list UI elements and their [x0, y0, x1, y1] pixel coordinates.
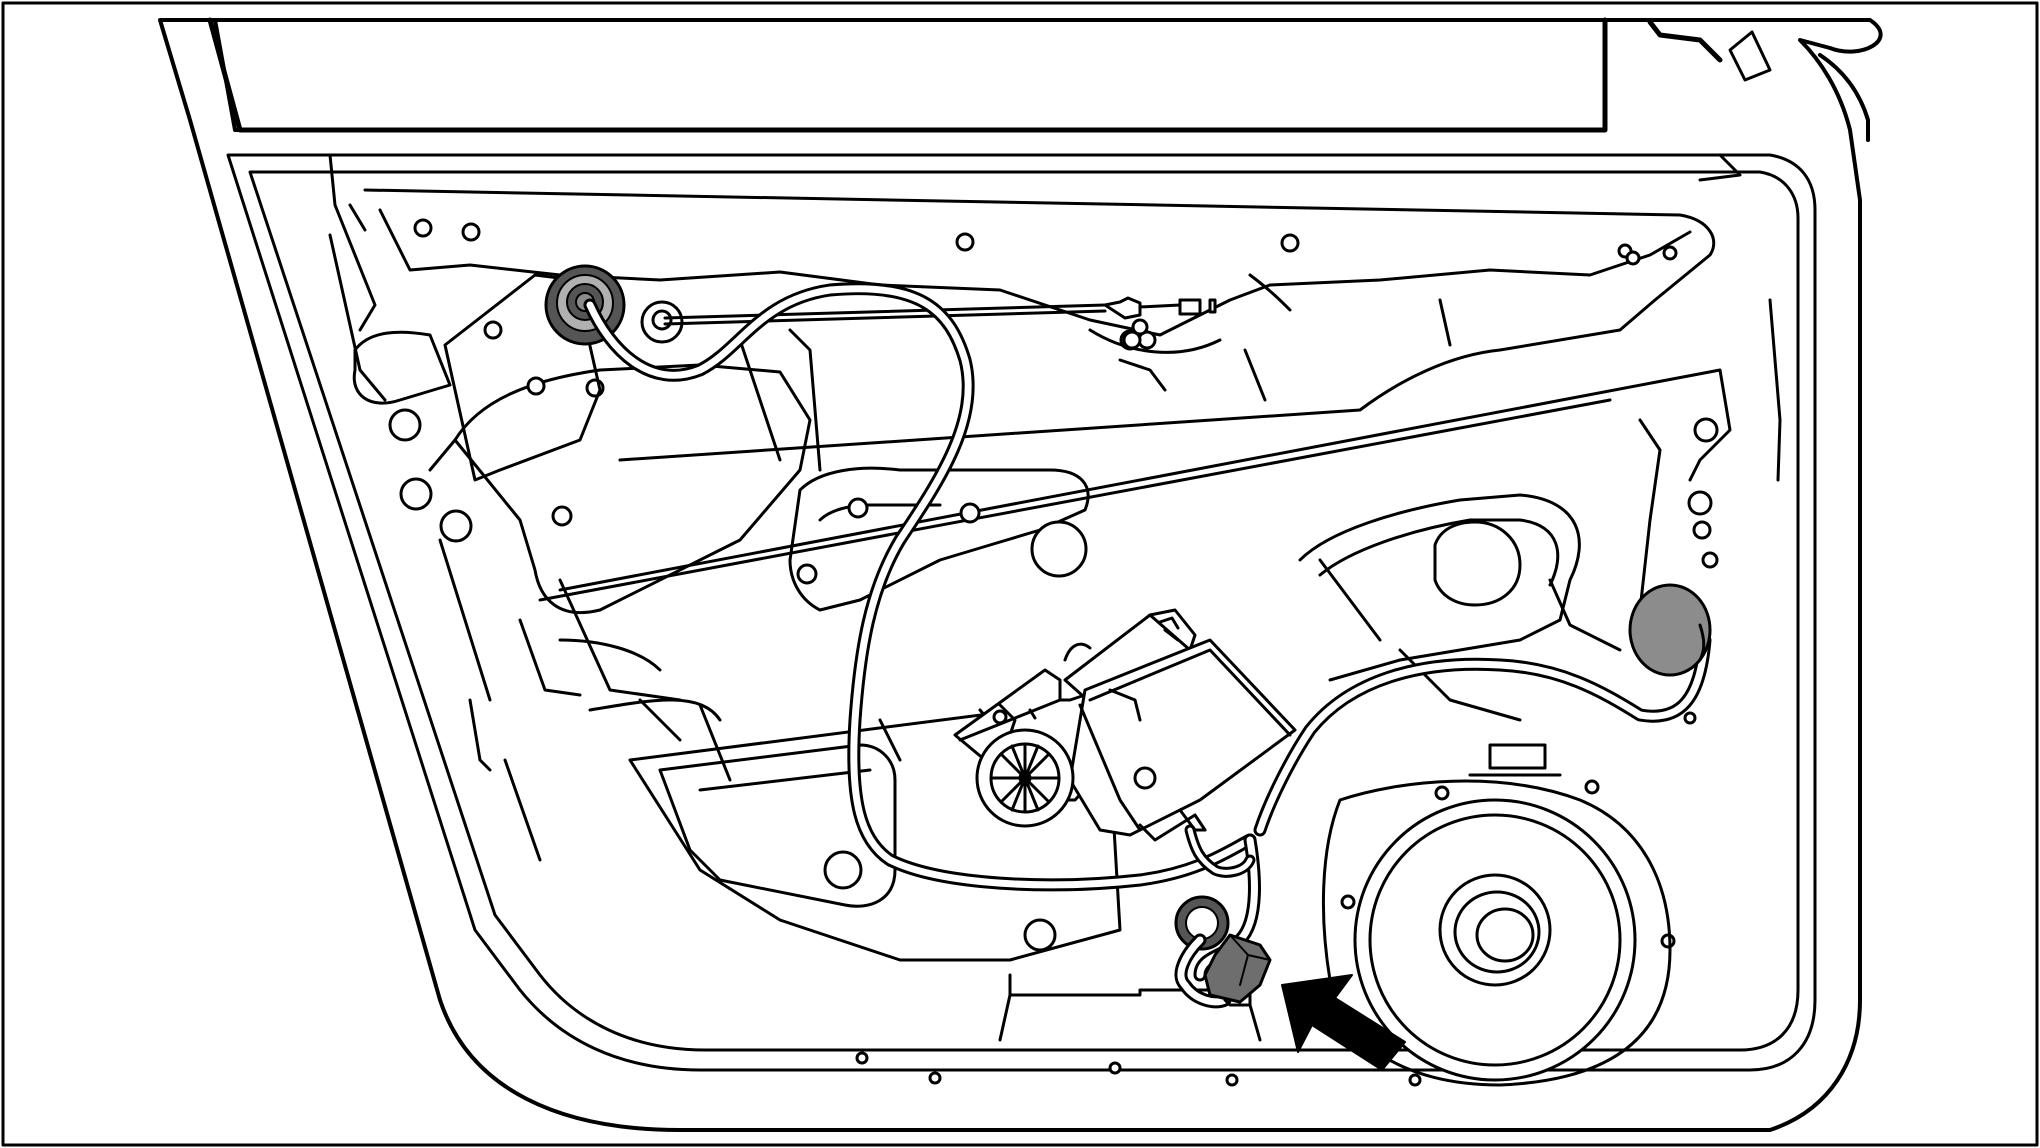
indicator-arrow [1281, 974, 1406, 1071]
hole-upper-grommet-2 [640, 300, 684, 344]
panel-holes [388, 218, 1719, 1087]
window-regulator-cable [663, 296, 1217, 350]
right-rail [1298, 418, 1662, 722]
inner-panel [226, 30, 1817, 1072]
left-bracket [352, 273, 602, 482]
left-cutout [428, 363, 812, 702]
window-opening [207, 17, 1723, 133]
speaker [1321, 743, 1672, 1087]
central-pan [788, 358, 1167, 612]
upper-rail [363, 188, 1716, 472]
wiring-connector [1174, 895, 1272, 1009]
motor-gear [975, 728, 1075, 828]
diagonal-channel [538, 368, 1732, 722]
grommet-right [1628, 583, 1712, 677]
